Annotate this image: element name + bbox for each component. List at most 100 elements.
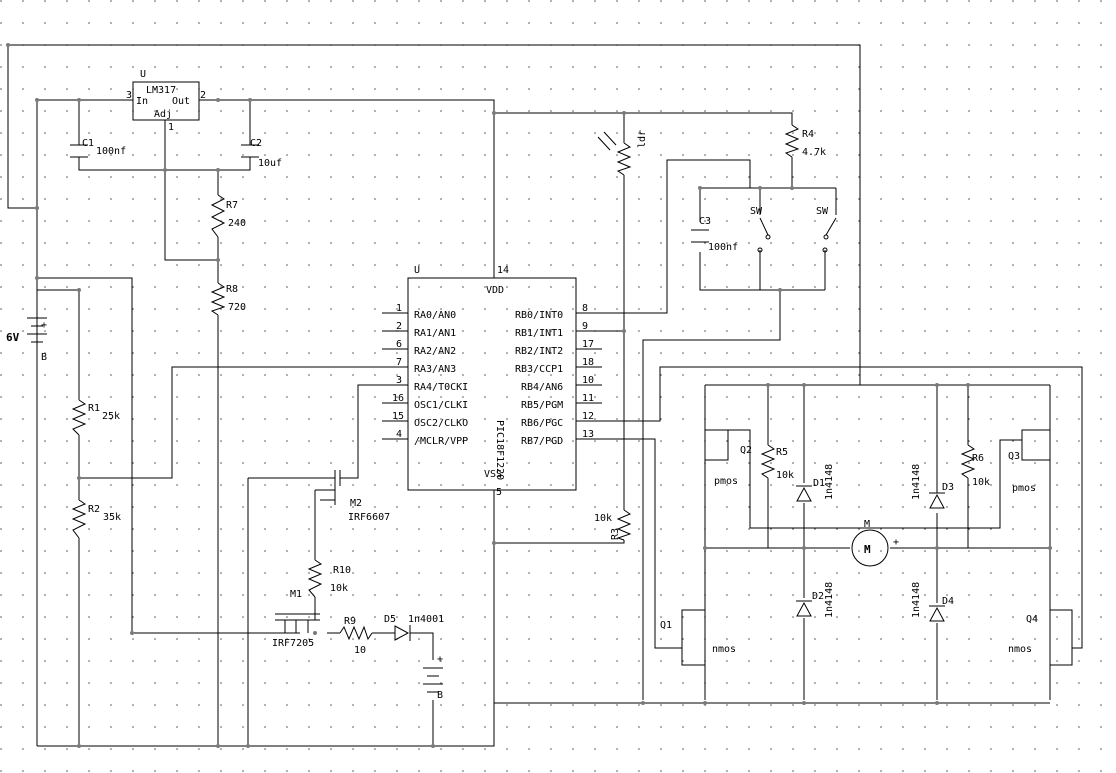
regulator-adj-label: Adj xyxy=(154,109,172,120)
mcu-left-pin-num: 7 xyxy=(396,357,402,368)
d1-part: 1n4148 xyxy=(824,464,835,500)
mcu-left-pin-num: 2 xyxy=(396,321,402,332)
r3-value: 10k xyxy=(594,513,612,524)
d3-part: 1n4148 xyxy=(911,464,922,500)
mosfet-q3: Q3 pmos xyxy=(1008,429,1051,494)
wires xyxy=(7,44,1083,747)
d3-ref: D3 xyxy=(942,482,954,493)
q4-ref: Q4 xyxy=(1026,614,1038,625)
mcu-right-pin-name: RB5/PGM xyxy=(521,400,563,411)
mcu-right-pin-name: RB3/CCP1 xyxy=(515,364,563,375)
regulator-ref: U xyxy=(140,69,146,80)
motor-symbol: M xyxy=(864,543,871,556)
resistor-r3: 10k R3 xyxy=(594,509,632,541)
r7-value: 240 xyxy=(228,218,246,229)
d5-part: 1n4001 xyxy=(408,614,444,625)
mcu-left-pin-name: OSC2/CLKO xyxy=(414,418,468,429)
r8-ref: R8 xyxy=(226,284,238,295)
battery2-name: B xyxy=(437,690,443,701)
r7-ref: R7 xyxy=(226,200,238,211)
diode-d1: D1 1n4148 xyxy=(796,464,835,502)
m1-part: IRF7205 xyxy=(272,638,314,649)
r8-value: 720 xyxy=(228,302,246,313)
r1-value: 25k xyxy=(102,411,120,422)
d4-part: 1n4148 xyxy=(911,582,922,618)
mcu-right-pin-name: RB1/INT1 xyxy=(515,328,563,339)
r1-ref: R1 xyxy=(88,403,100,414)
q3-ref: Q3 xyxy=(1008,451,1020,462)
r9-ref: R9 xyxy=(344,616,356,627)
r9-value: 10 xyxy=(354,645,366,656)
d1-ref: D1 xyxy=(813,478,825,489)
diode-d2: D2 1n4148 xyxy=(796,582,835,618)
c3-ref: C3 xyxy=(699,216,711,227)
mcu-left-pin-num: 6 xyxy=(396,339,402,350)
r4-ref: R4 xyxy=(802,129,814,140)
mcu-left-pin-name: RA0/AN0 xyxy=(414,310,456,321)
q1-type: nmos xyxy=(712,644,736,655)
d4-ref: D4 xyxy=(942,596,954,607)
m1-ref: M1 xyxy=(290,589,302,600)
resistor-r9: R9 10 xyxy=(339,616,373,656)
switch-2-label: SW xyxy=(816,206,829,217)
regulator-in-label: In xyxy=(136,96,148,107)
regulator-part: LM317 xyxy=(146,85,176,96)
regulator-lm317: U LM317 In Out Adj 3 2 1 xyxy=(126,69,206,133)
c1-ref: C1 xyxy=(82,138,94,149)
q2-ref: Q2 xyxy=(740,445,752,456)
mcu-right-pin-name: RB0/INT0 xyxy=(515,310,563,321)
mcu-right-pin-num: 18 xyxy=(582,357,594,368)
mcu-left-pin-name: /MCLR/VPP xyxy=(414,436,468,447)
mcu-vdd-pin: 14 xyxy=(497,265,509,276)
c1-value: 100nf xyxy=(96,146,126,157)
resistor-r2: R2 35k xyxy=(71,499,121,539)
mcu-left-pin-name: RA1/AN1 xyxy=(414,328,456,339)
ldr-label: ldr xyxy=(637,130,648,148)
m2-ref: M2 xyxy=(350,498,362,509)
mcu-part: PIC18F1220 xyxy=(494,420,505,480)
r2-value: 35k xyxy=(103,512,121,523)
battery-main: 6V + B xyxy=(6,317,47,363)
resistor-r7: R7 240 xyxy=(210,194,246,238)
mcu-left-pin-name: RA4/T0CKI xyxy=(414,382,468,393)
mcu-vss: VSS xyxy=(484,469,502,480)
mcu-pic18f1220: U 14 VDD VSS 5 PIC18F1220 1 RA0/AN0 2 RA… xyxy=(392,265,594,498)
resistor-r4: R4 4.7k xyxy=(784,124,826,158)
mcu-right-pin-num: 8 xyxy=(582,303,588,314)
mcu-left-pin-name: RA2/AN2 xyxy=(414,346,456,357)
resistor-r8: R8 720 xyxy=(210,282,246,316)
mosfet-m1: M1 IRF7205 xyxy=(272,589,320,649)
regulator-out-label: Out xyxy=(172,96,190,107)
switch-1-label: SW xyxy=(750,206,763,217)
mcu-right-pin-num: 17 xyxy=(582,339,594,350)
d5-ref: D5 xyxy=(384,614,396,625)
mcu-left-pin-num: 4 xyxy=(396,429,402,440)
diode-d5: D5 1n4001 xyxy=(384,614,444,641)
c3-value: 100nf xyxy=(708,242,738,253)
resistor-r10: R10 10k xyxy=(307,559,351,598)
capacitor-c2: C2 10uf xyxy=(241,138,282,169)
r5-value: 10k xyxy=(776,470,794,481)
regulator-pin-out: 2 xyxy=(200,90,206,101)
r6-ref: R6 xyxy=(972,453,984,464)
switch-2: SW xyxy=(816,206,837,253)
r3-ref: R3 xyxy=(610,528,621,540)
mcu-vss-pin: 5 xyxy=(496,487,502,498)
r10-ref: R10 xyxy=(333,565,351,576)
r4-value: 4.7k xyxy=(802,147,826,158)
mosfet-q4: Q4 nmos xyxy=(1008,609,1073,666)
mcu-left-pin-num: 3 xyxy=(396,375,402,386)
c2-ref: C2 xyxy=(250,138,262,149)
mcu-ref: U xyxy=(414,265,420,276)
mcu-right-pin-num: 13 xyxy=(582,429,594,440)
junctions xyxy=(6,43,1052,748)
battery-voltage: 6V xyxy=(6,331,20,344)
mcu-right-pin-num: 9 xyxy=(582,321,588,332)
r10-value: 10k xyxy=(330,583,348,594)
mcu-left-pin-name: OSC1/CLKI xyxy=(414,400,468,411)
r5-ref: R5 xyxy=(776,447,788,458)
mcu-vdd: VDD xyxy=(486,285,504,296)
c2-value: 10uf xyxy=(258,158,282,169)
